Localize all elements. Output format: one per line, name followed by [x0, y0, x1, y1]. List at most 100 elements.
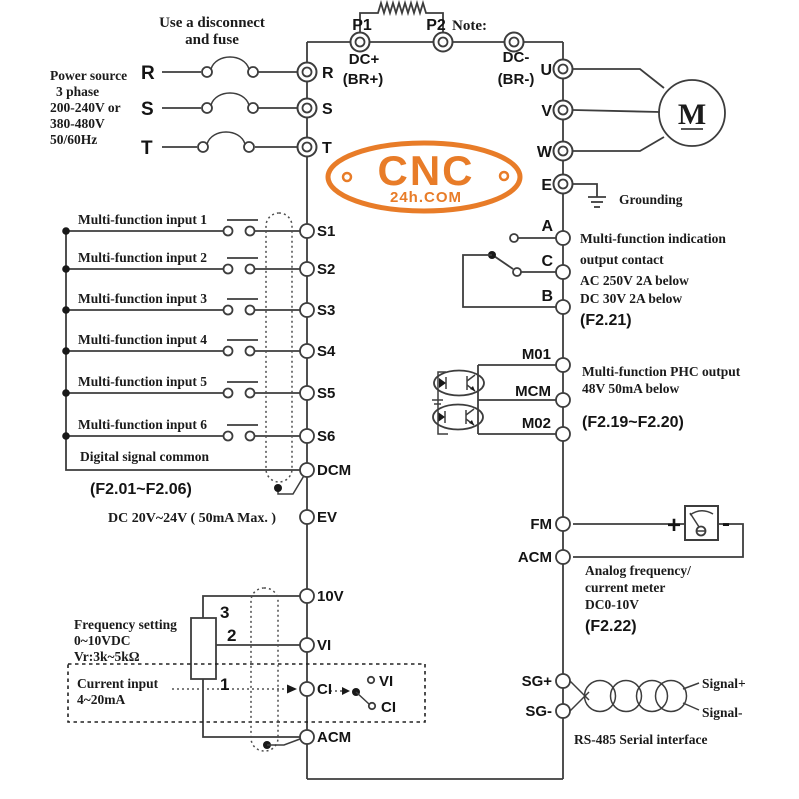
terminal-ev-label: EV [317, 509, 337, 526]
disconnect-arc-s [210, 92, 250, 106]
shield-drain-analog [267, 738, 301, 746]
input-2-label: Multi-function input 2 [78, 250, 207, 265]
terminal-s5-label: S5 [317, 385, 335, 402]
motor-label: M [678, 98, 706, 131]
disconnect-arc-r [210, 56, 250, 70]
terminal-s2-label: S2 [317, 261, 335, 278]
param-f2-01-06: (F2.01~F2.06) [90, 481, 192, 498]
optocoupler-2 [432, 403, 484, 431]
power-source-line4: 380-480V [50, 116, 105, 131]
terminal-t-label: T [322, 140, 332, 157]
terminal-sg-plus-label: SG+ [522, 673, 553, 690]
freq-setting-line2: 0~10VDC [74, 633, 131, 648]
ev-note-label: DC 20V~24V ( 50mA Max. ) [108, 511, 276, 526]
grounding [552, 173, 606, 208]
phc-note-line2: 48V 50mA below [582, 381, 680, 396]
terminal-s3-label: S3 [317, 302, 335, 319]
param-f2-19-20: (F2.19~F2.20) [582, 414, 684, 431]
meter-note-line2: current meter [585, 580, 665, 595]
terminal-a-label: A [541, 218, 553, 235]
optocoupler-1 [433, 369, 485, 397]
shield-drain-digital [277, 473, 306, 495]
current-input-box [67, 663, 426, 723]
pot-pin-1-label: 1 [220, 675, 229, 694]
meter-icon [684, 505, 719, 541]
relay-note-line1: Multi-function indication [580, 231, 726, 246]
power-input-lines [162, 56, 297, 153]
terminal-b-label: B [541, 288, 553, 305]
terminal-mcm-label: MCM [515, 383, 551, 400]
input-row-6 [62, 424, 300, 442]
terminal-e-label: E [541, 177, 552, 194]
terminal-m02-label: M02 [522, 415, 551, 432]
power-source-line3: 200-240V or [50, 100, 121, 115]
param-f2-22: (F2.22) [585, 618, 637, 635]
terminal-s1-label: S1 [317, 223, 335, 240]
terminal-r-label: R [322, 65, 334, 82]
switch-ci-label: CI [381, 699, 396, 716]
input-row-2 [62, 257, 300, 275]
dc-minus-label: DC- [503, 49, 530, 66]
power-source-line1: Power source [50, 68, 127, 83]
input-row-5 [62, 381, 300, 399]
vi-ci-switch [330, 675, 377, 711]
braking-resistor [359, 0, 444, 42]
power-source-line2: 3 phase [56, 84, 99, 99]
terminal-acm-label: ACM [317, 729, 351, 746]
terminal-acm2-label: ACM [518, 549, 552, 566]
freq-setting-line3: Vr:3k~5kΩ [74, 649, 140, 664]
fuse-r [162, 56, 297, 78]
signal-minus-label: Signal- [702, 705, 743, 720]
p1-label: P1 [352, 17, 372, 34]
terminal-c-label: C [541, 253, 553, 270]
shield-cable-digital [265, 212, 293, 483]
terminal-s4-label: S4 [317, 343, 336, 360]
terminal-m01-label: M01 [522, 346, 551, 363]
terminal-vi-label: VI [317, 637, 331, 654]
shield-cable-analog [250, 587, 279, 752]
br-plus-label: (BR+) [343, 71, 383, 88]
phc-note-line1: Multi-function PHC output [582, 364, 741, 379]
grounding-label: Grounding [619, 192, 683, 207]
logo: CNC 24h.COM [325, 140, 523, 214]
phase-r-label: R [141, 63, 155, 84]
power-source-line5: 50/60Hz [50, 132, 97, 147]
phase-s-label: S [141, 99, 154, 120]
terminal-10v-label: 10V [317, 588, 344, 605]
disconnect-note-line2: and fuse [185, 32, 239, 48]
potentiometer [190, 617, 217, 680]
pot-pin-3-label: 3 [220, 603, 229, 622]
logo-name: CNC [378, 147, 475, 194]
digital-inputs [62, 212, 315, 525]
terminal-sg-minus-label: SG- [525, 703, 552, 720]
rs485-label: RS-485 Serial interface [574, 732, 707, 747]
opto-bracket [437, 371, 448, 435]
br-minus-label: (BR-) [498, 71, 535, 88]
dc-bus-terminals [349, 31, 525, 53]
fuse-t [162, 131, 297, 153]
logo-dot-left [341, 171, 353, 183]
terminal-fm-label: FM [530, 516, 552, 533]
phc-output [432, 357, 571, 442]
relay-note-line3: AC 250V 2A below [580, 273, 689, 288]
terminal-dcm-label: DCM [317, 462, 351, 479]
meter-plus-label: + [667, 512, 681, 539]
terminal-v-label: V [541, 103, 552, 120]
logo-domain: 24h.COM [390, 189, 462, 206]
signal-plus-label: Signal+ [702, 676, 746, 691]
power-source-label: Power source 3 phase 200-240V or 380-480… [50, 68, 127, 147]
current-input-line1: Current input [77, 676, 159, 691]
pot-pin-2-label: 2 [227, 626, 236, 645]
switch-vi-label: VI [379, 673, 393, 690]
fuse-s [162, 92, 297, 114]
serial-interface [555, 673, 700, 719]
input-3-label: Multi-function input 3 [78, 291, 207, 306]
meter-note-line3: DC0-10V [585, 597, 639, 612]
phase-t-label: T [141, 138, 153, 159]
p2-label: P2 [426, 17, 446, 34]
input-row-1 [62, 219, 300, 237]
param-f2-21: (F2.21) [580, 312, 632, 329]
relay-note-line2: output contact [580, 252, 664, 267]
